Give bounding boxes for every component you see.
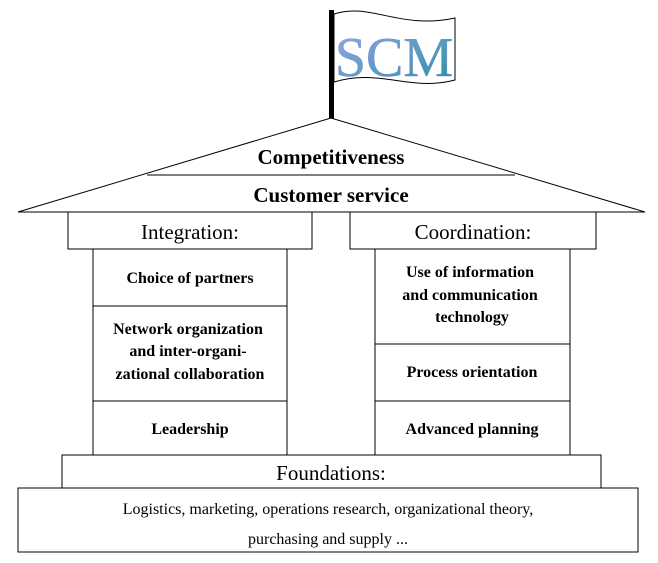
line: Use of information (406, 264, 534, 281)
line: and communication (402, 287, 538, 304)
line: zational collaboration (116, 366, 265, 383)
roof: Competitiveness Customer service (17, 117, 646, 213)
flag-cloth (333, 10, 456, 84)
foundations: Foundations: Logistics, marketing, opera… (17, 454, 639, 553)
item-choice-of-partners: Choice of partners (126, 270, 253, 287)
roof-customer-service: Customer service (253, 183, 408, 207)
item-process-orientation: Process orientation (407, 364, 538, 381)
line: Network organization (113, 321, 263, 338)
foundations-header: Foundations: (276, 461, 386, 485)
foundations-line2: purchasing and supply ... (248, 531, 408, 548)
item-leadership: Leadership (151, 421, 228, 438)
flag-pole (329, 10, 334, 120)
integration-header: Integration: (141, 220, 239, 244)
line: technology (435, 309, 509, 326)
item-network-organization: Network organization and inter-organi- z… (113, 321, 267, 383)
item-advanced-planning: Advanced planning (406, 421, 539, 438)
flag: SCM (329, 10, 456, 120)
coordination-header: Coordination: (415, 220, 532, 244)
item-ict: Use of information and communication tec… (402, 264, 542, 326)
roof-competitiveness: Competitiveness (258, 145, 405, 169)
flag-label: SCM (335, 27, 453, 89)
line: and inter-organi- (129, 343, 246, 360)
foundations-line1: Logistics, marketing, operations researc… (123, 501, 534, 518)
pillar-integration: Integration: Choice of partners Network … (67, 211, 313, 456)
pillar-coordination: Coordination: Use of information and com… (349, 211, 597, 456)
